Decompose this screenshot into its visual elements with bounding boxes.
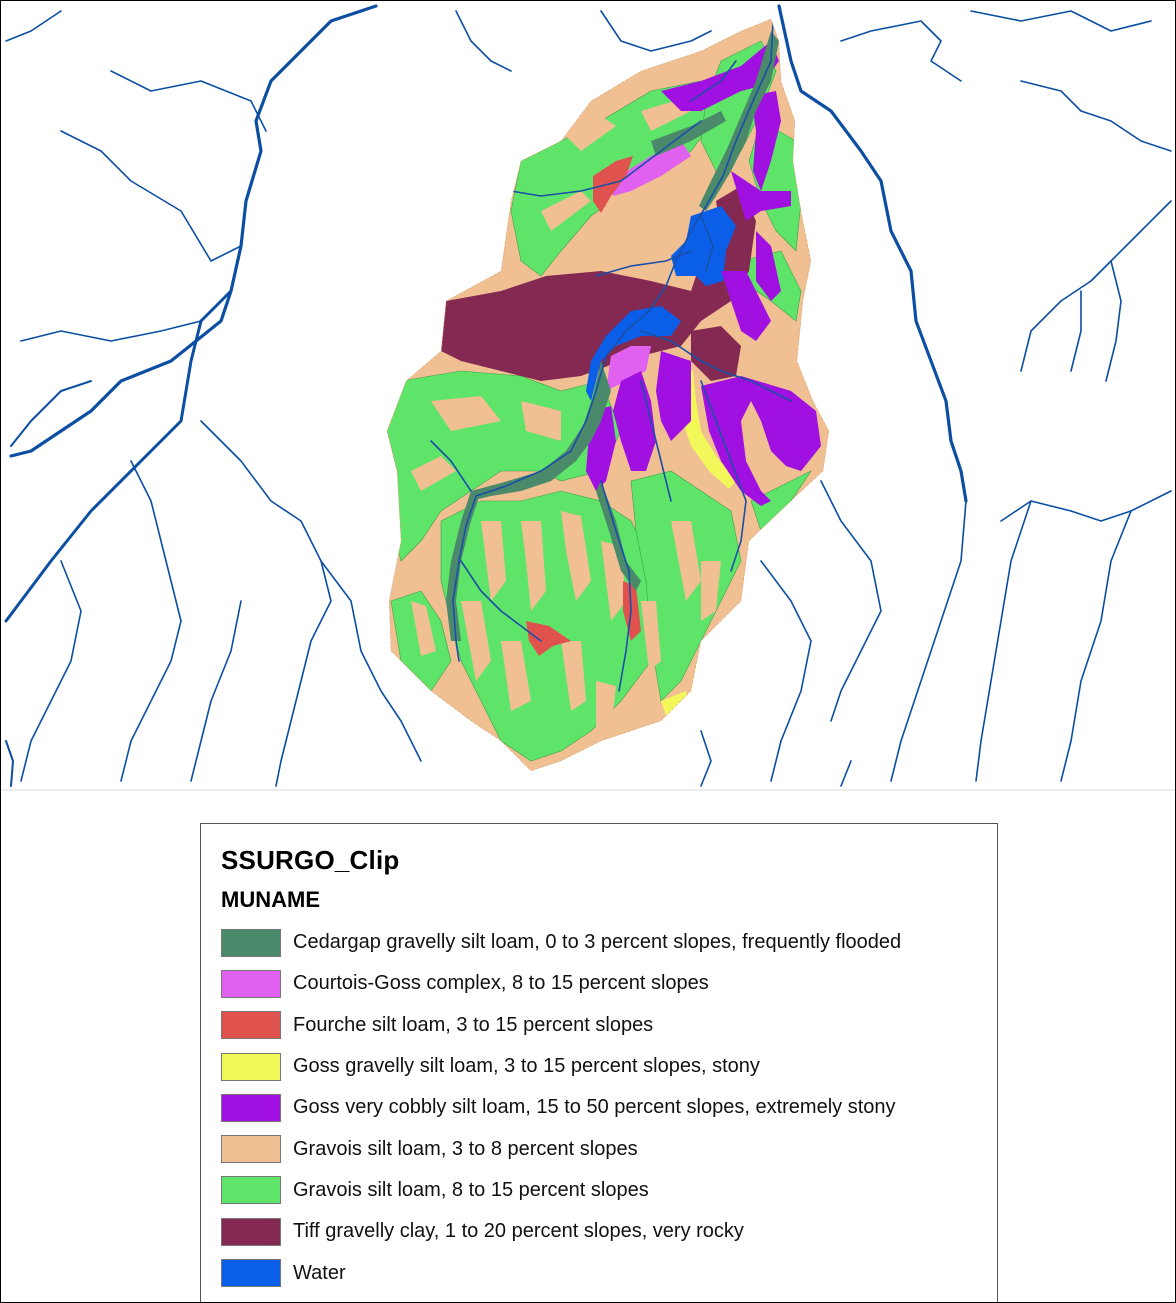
soil-gravois-3-8-fingers (411, 96, 721, 736)
stream-ne-2 (1020, 80, 1172, 152)
soil-fourche-north (593, 156, 633, 213)
stream-nw-2 (60, 130, 242, 262)
legend-swatch-gravois-3-8 (221, 1135, 281, 1164)
legend-label-courtois-goss: Courtois-Goss complex, 8 to 15 percent s… (293, 972, 709, 995)
legend-label-cedargap: Cedargap gravelly silt loam, 0 to 3 perc… (293, 931, 902, 954)
legend-swatch-tiff (221, 1217, 281, 1246)
soil-tiff-gravelly-clay (441, 186, 756, 381)
stream-se-3 (1060, 510, 1132, 782)
legend-item-tiff: Tiff gravelly clay, 1 to 20 percent slop… (221, 1211, 997, 1252)
legend-label-fourche: Fourche silt loam, 3 to 15 percent slope… (293, 1013, 654, 1036)
legend-swatch-goss-gravelly (221, 1052, 281, 1081)
soil-fourche-south-2 (623, 581, 641, 641)
legend-label-tiff: Tiff gravelly clay, 1 to 20 percent slop… (293, 1220, 744, 1243)
stream-se-4 (890, 500, 967, 782)
stream-sw-5 (320, 560, 422, 762)
stream-nw-1 (110, 70, 267, 132)
soil-courtois-goss-mid (606, 346, 651, 391)
stream-ne-3 (970, 10, 1152, 32)
legend-field-title: MUNAME (221, 887, 320, 912)
watershed-streams (430, 20, 792, 692)
legend-label-water: Water (293, 1261, 346, 1284)
legend-label-gravois-3-8: Gravois silt loam, 3 to 8 percent slopes (293, 1137, 638, 1160)
legend-item-goss-gravelly: Goss gravelly silt loam, 3 to 15 percent… (221, 1046, 997, 1087)
soil-tiff-gravelly-clay-east (691, 326, 741, 381)
stream-e-3 (1070, 290, 1082, 372)
soil-map[interactable] (1, 1, 1176, 791)
stream-network (4, 4, 1172, 787)
soil-water-middle (586, 306, 681, 401)
soil-courtois-goss-north (611, 141, 691, 196)
stream-s-2 (760, 560, 812, 782)
soil-goss-gravelly-south (661, 691, 691, 716)
legend-swatch-cedargap (221, 928, 281, 957)
stream-sw-1 (200, 420, 332, 787)
stream-nw-3 (20, 320, 202, 342)
legend-label-gravois-8-15: Gravois silt loam, 8 to 15 percent slope… (293, 1178, 649, 1201)
river-east-main (777, 4, 968, 503)
stream-sw-3 (190, 600, 242, 782)
legend-item-gravois-8-15: Gravois silt loam, 8 to 15 percent slope… (221, 1170, 997, 1211)
legend-item-fourche: Fourche silt loam, 3 to 15 percent slope… (221, 1005, 997, 1046)
stream-sw-4 (20, 560, 82, 782)
map-legend: SSURGO_Clip MUNAME Cedargap gravelly sil… (200, 823, 998, 1302)
soil-fourche-south-1 (526, 621, 571, 656)
legend-layer-title: SSURGO_Clip (221, 845, 400, 875)
stream-e-2 (1105, 260, 1122, 382)
stream-e-1 (1020, 200, 1172, 372)
legend-swatch-fourche (221, 1011, 281, 1040)
watershed-soils[interactable] (381, 1, 841, 791)
legend-label-goss-gravelly: Goss gravelly silt loam, 3 to 15 percent… (293, 1055, 760, 1078)
legend-swatch-goss-very-cobbly (221, 1093, 281, 1122)
stream-n-1 (455, 10, 512, 72)
stream-s-3 (700, 730, 712, 787)
legend-swatch-courtois-goss (221, 969, 281, 998)
legend-swatch-gravois-8-15 (221, 1176, 281, 1205)
legend-item-goss-very-cobbly: Goss very cobbly silt loam, 15 to 50 per… (221, 1087, 997, 1128)
soil-water-upper (671, 206, 736, 286)
legend-item-water: Water (221, 1252, 997, 1293)
river-west-branch (4, 289, 233, 623)
stream-s-1 (820, 480, 882, 722)
legend-item-gravois-3-8: Gravois silt loam, 3 to 8 percent slopes (221, 1128, 997, 1169)
river-west-main (9, 4, 378, 458)
stream-nw-4 (5, 10, 62, 42)
legend-item-cedargap: Cedargap gravelly silt loam, 0 to 3 perc… (221, 922, 997, 963)
soil-goss-very-cobbly (586, 41, 821, 506)
legend-item-courtois-goss: Courtois-Goss complex, 8 to 15 percent s… (221, 963, 997, 1004)
stream-se-1 (1000, 490, 1172, 522)
river-west-sw (10, 380, 92, 447)
stream-sw-2 (120, 460, 182, 782)
legend-swatch-water (221, 1259, 281, 1288)
legend-items: Cedargap gravelly silt loam, 0 to 3 perc… (221, 922, 997, 1294)
stream-ne-1 (840, 20, 962, 82)
stream-n-2 (600, 10, 712, 52)
legend-label-goss-very-cobbly: Goss very cobbly silt loam, 15 to 50 per… (293, 1096, 896, 1119)
stream-s-4 (840, 760, 852, 787)
stream-se-2 (975, 500, 1032, 782)
stream-w-small (5, 740, 14, 787)
